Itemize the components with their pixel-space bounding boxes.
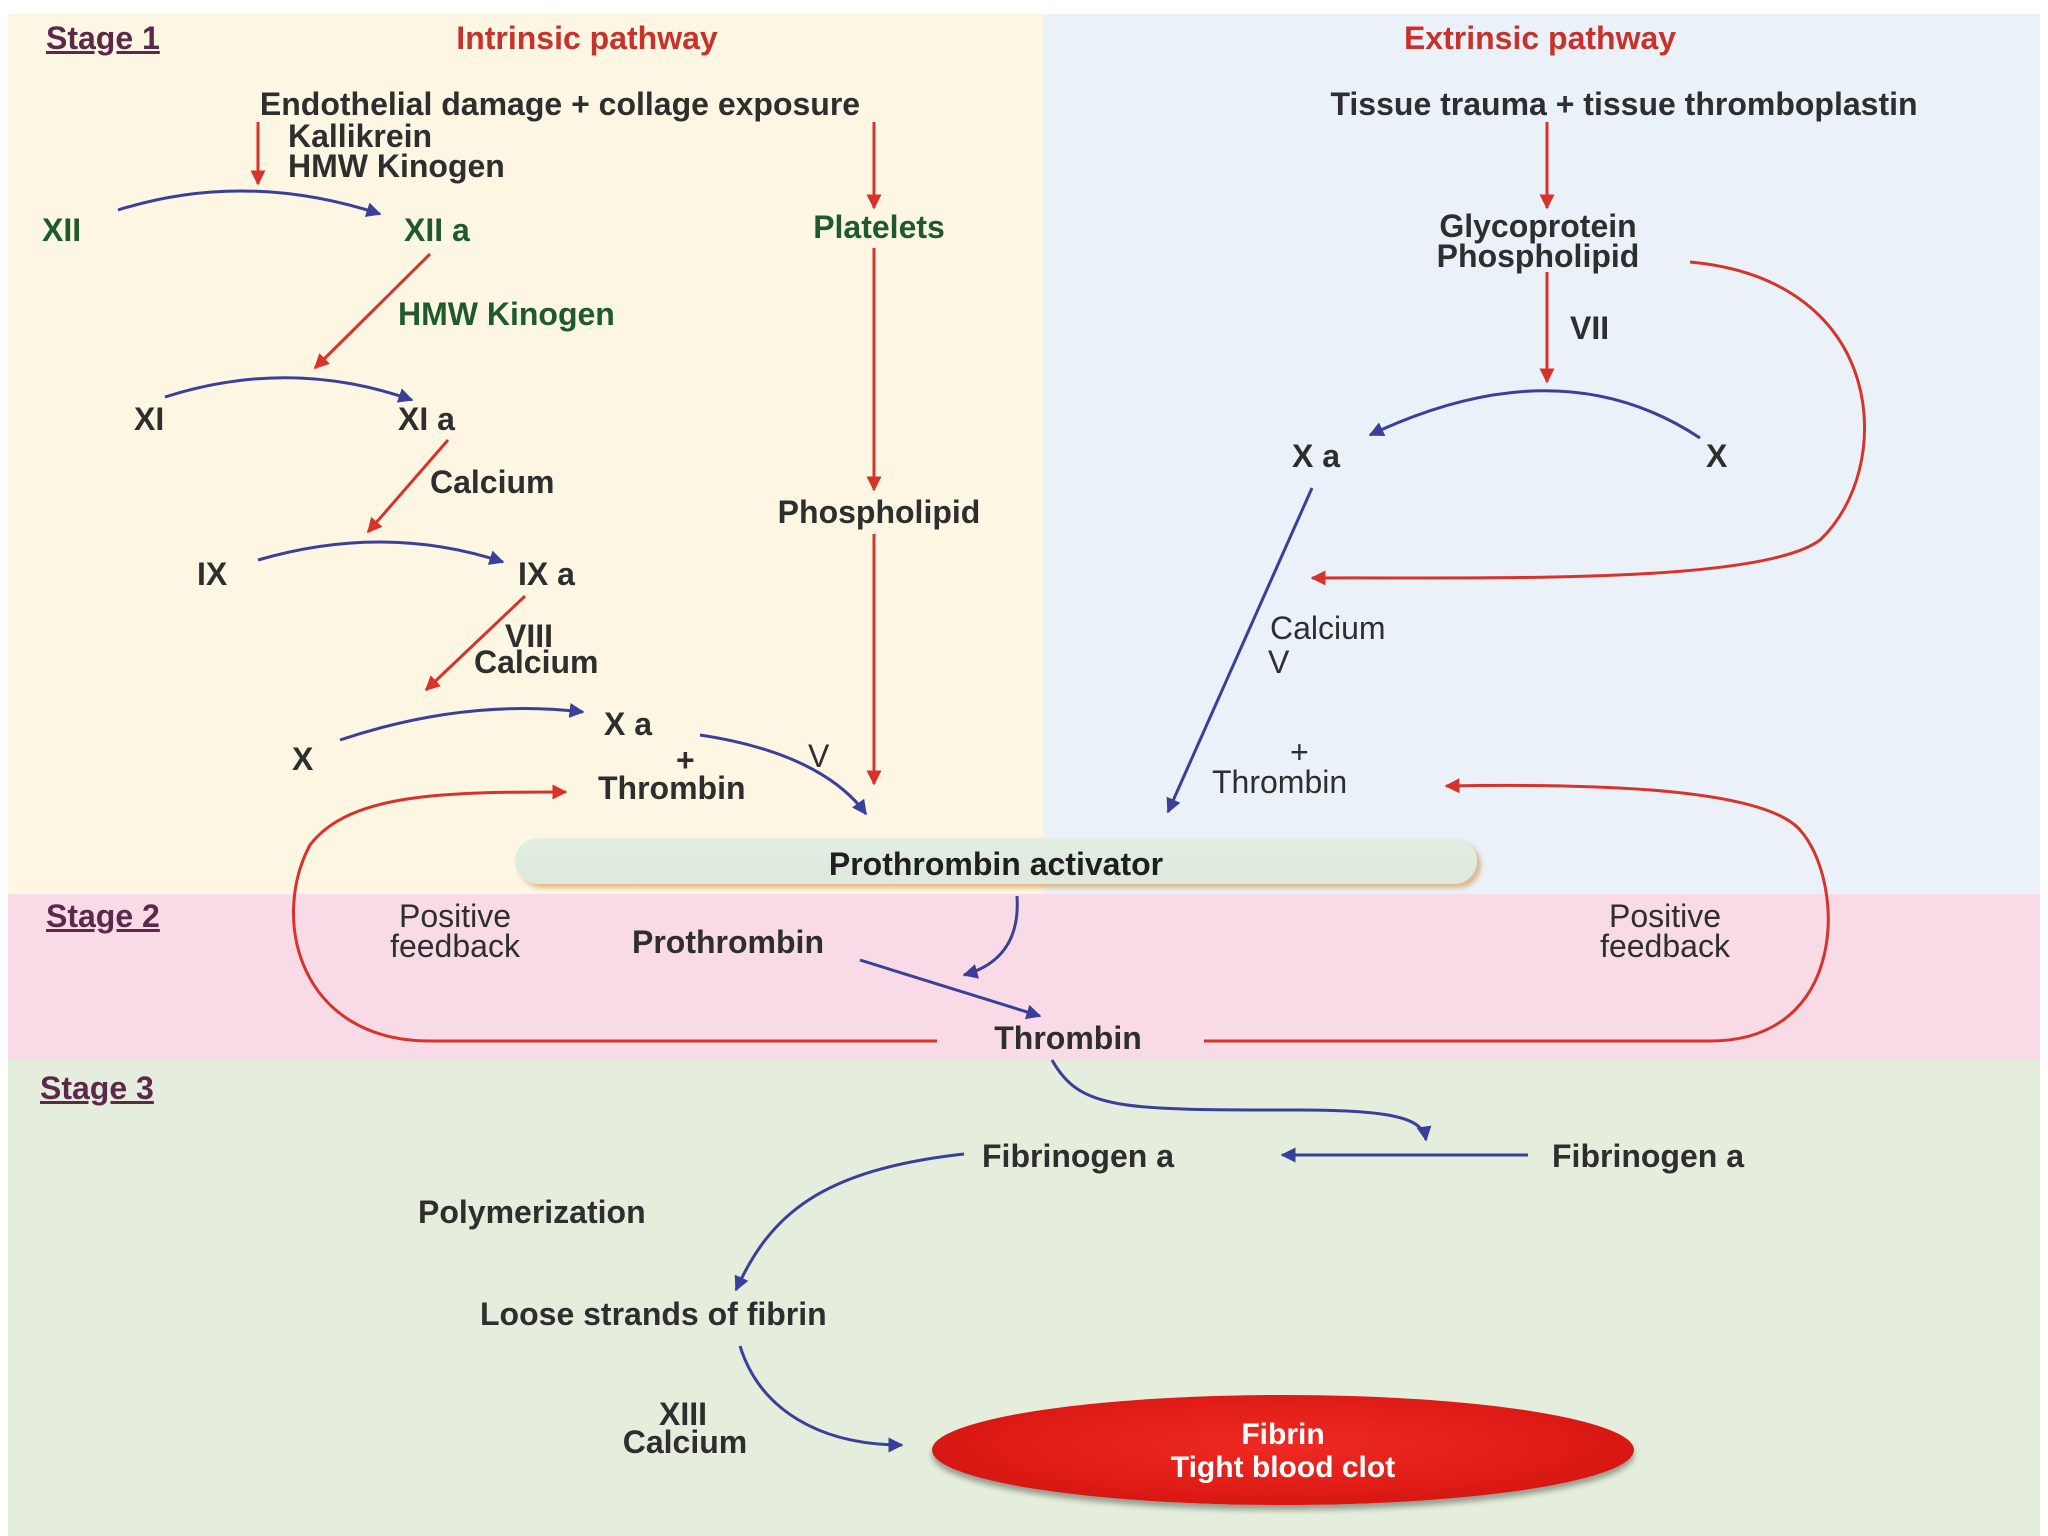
factor-xi: XI [134, 401, 165, 437]
viii-label: VIII [505, 618, 554, 654]
stage2-panel [8, 894, 2040, 1060]
calcium-label-extrinsic: Calcium [1270, 610, 1386, 646]
arrow-12a-to-11 [313, 252, 432, 370]
fibrin-clot-ellipse [932, 1395, 1634, 1505]
calcium-label-2: Calcium [474, 644, 599, 680]
intrinsic-panel [8, 14, 1043, 894]
clot-line-1: Fibrin [1241, 1418, 1325, 1451]
prothrombin-label: Prothrombin [632, 924, 824, 960]
calcium-label-stage3: Calcium [622, 1424, 748, 1460]
factor-ixa: IX a [518, 556, 575, 592]
factor-xia: XI a [398, 401, 455, 437]
arrow-phospholipid-loop [1310, 260, 1866, 586]
arrow-12-to-12a [117, 189, 382, 217]
factor-x-extrinsic: X [1706, 438, 1728, 474]
intrinsic-heading: Intrinsic pathway [456, 20, 718, 56]
thrombin-intrinsic: Thrombin [598, 770, 746, 806]
intrinsic-trigger: Endothelial damage + collage exposure [259, 86, 861, 122]
fibrinogen-right-label: Fibrinogen a [1552, 1138, 1744, 1174]
arrow-11-to-11a [164, 376, 414, 403]
plus-extrinsic: + [1290, 734, 1309, 770]
factor-xii: XII [42, 212, 82, 248]
thrombin-extrinsic: Thrombin [1212, 764, 1348, 800]
phospholipid-label-extrinsic: Phospholipid [1436, 238, 1640, 274]
thrombin-center-label: Thrombin [994, 1020, 1142, 1056]
arrow-10a-to-activator [699, 733, 868, 816]
v-label-intrinsic: V [808, 738, 830, 774]
fibrinogen-left-label: Fibrinogen a [982, 1138, 1174, 1174]
arrow-prothrombin-to-thrombin [859, 958, 1042, 1020]
polymerization-label: Polymerization [418, 1194, 646, 1230]
stage2-label: Stage 2 [46, 898, 160, 934]
factor-x-intrinsic: X [292, 741, 314, 777]
prothrombin-activator-bar [515, 838, 1477, 884]
arrow-feedback-right [1204, 778, 1830, 1043]
factor-xa-extrinsic: X a [1292, 438, 1341, 474]
vii-label: VII [1570, 310, 1610, 346]
positive-feedback-left-1: Positive [398, 898, 512, 934]
arrow-loose-to-clot [738, 1345, 904, 1453]
arrow-ext-10-to-10a [1368, 389, 1701, 440]
stage3-label: Stage 3 [40, 1070, 154, 1106]
positive-feedback-right-2: feedback [1600, 928, 1730, 964]
hmw-kinogen-label-2: HMW Kinogen [398, 296, 615, 332]
hmw-kinogen-label-1: HMW Kinogen [288, 148, 505, 184]
extrinsic-heading: Extrinsic pathway [1403, 20, 1677, 56]
arrow-9a-to-10 [424, 594, 527, 692]
plus-intrinsic: + [676, 742, 695, 778]
arrow-polymerization [734, 1152, 965, 1292]
factor-xiia: XII a [404, 212, 470, 248]
arrow-10-to-10a [339, 702, 585, 742]
v-label-extrinsic: V [1268, 644, 1290, 680]
stage1-label: Stage 1 [46, 20, 160, 56]
clot-line-2: Tight blood clot [1170, 1451, 1396, 1484]
kallikrein-label: Kallikrein [288, 118, 433, 154]
fibrin-clot-text: Fibrin Tight blood clot [1171, 1418, 1395, 1484]
arrow-feedback-left [292, 784, 937, 1043]
positive-feedback-left-2: feedback [390, 928, 520, 964]
calcium-label-1: Calcium [430, 464, 555, 500]
factor-xa-intrinsic: X a [604, 706, 653, 742]
arrow-activator-to-prothrombin [962, 895, 1019, 979]
extrinsic-trigger: Tissue trauma + tissue thromboplastin [1330, 86, 1918, 122]
glycoprotein-label: Glycoprotein [1439, 208, 1637, 244]
extrinsic-panel [1043, 14, 2040, 894]
positive-feedback-right-1: Positive [1608, 898, 1722, 934]
prothrombin-activator-label: Prothrombin activator [828, 846, 1164, 882]
factor-ix: IX [197, 556, 228, 592]
platelets-label: Platelets [813, 209, 945, 245]
arrow-9-to-9a [257, 540, 505, 565]
arrow-11a-to-9 [366, 439, 450, 534]
arrow-thrombin-to-fibrinogen [1050, 1059, 1432, 1142]
xiii-label: XIII [658, 1396, 708, 1432]
loose-strands-label: Loose strands of fibrin [480, 1296, 827, 1332]
arrow-ext-10a-to-activator [1166, 487, 1314, 814]
phospholipid-label-intrinsic: Phospholipid [777, 494, 981, 530]
